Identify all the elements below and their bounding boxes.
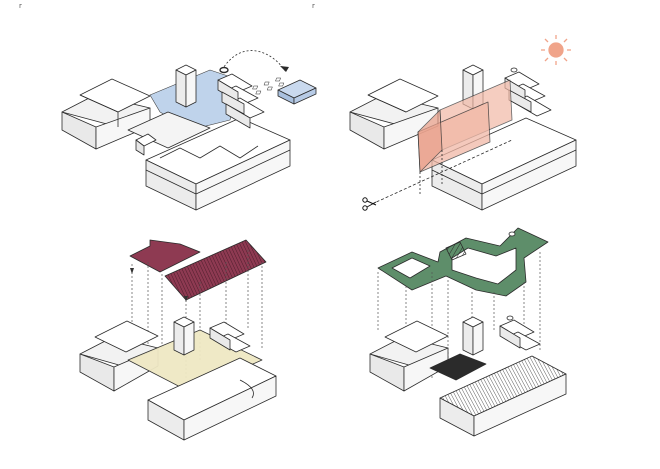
long-right-building [145, 117, 291, 211]
scissors-icon [362, 197, 377, 211]
panel-bottom-right [369, 227, 567, 437]
relocation-arrowhead [280, 66, 289, 72]
relocated-blue-block [252, 77, 317, 105]
panel-top-left [61, 50, 317, 211]
maroon-roof-right-hatched [164, 239, 267, 301]
sun-icon [541, 35, 571, 65]
left-roof-building [61, 78, 151, 150]
relocation-arrow-path [221, 50, 287, 73]
green-path-outline [377, 227, 549, 297]
maroon-roof-left [129, 239, 201, 273]
tr-left-building [349, 78, 439, 150]
corner-mark-left: r [19, 2, 22, 10]
tower-building [175, 64, 197, 108]
dark-hatched-marker [445, 241, 467, 261]
corner-mark-right: r [312, 2, 315, 10]
stepped-terrace [217, 73, 265, 129]
panel-bottom-left [79, 239, 277, 441]
block-origin-marker [219, 66, 229, 74]
panel-top-right [349, 35, 577, 211]
